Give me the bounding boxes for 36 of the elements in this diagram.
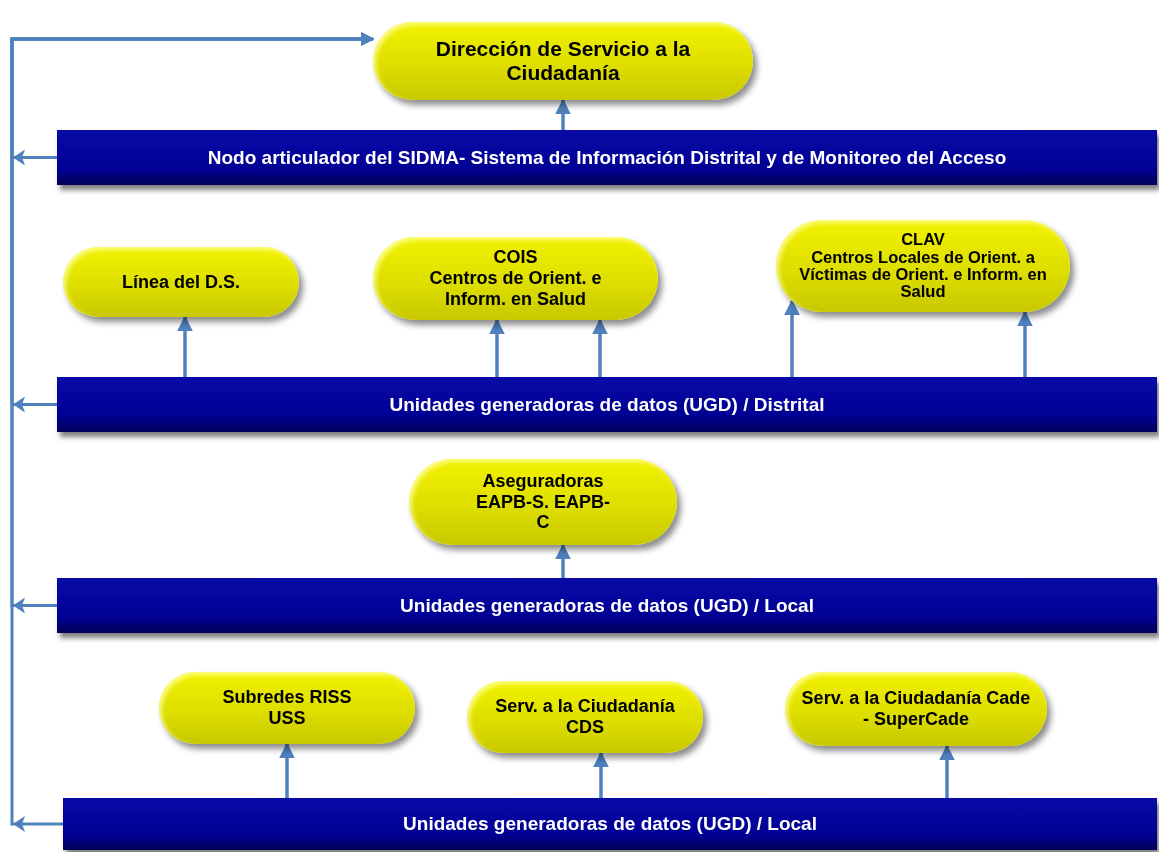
node-label: Línea del D.S.: [122, 271, 240, 293]
node-label: CLAV: [901, 231, 945, 249]
node-label: Aseguradoras EAPB-S. EAPB-C: [475, 470, 611, 534]
banner-bar: [57, 578, 1157, 633]
banner-bar: [57, 377, 1157, 432]
arrow: [489, 318, 505, 377]
node-label: Subredes RISS USS: [221, 687, 353, 729]
node-label: Serv. a la Ciudadanía Cade - SuperCade: [801, 688, 1031, 730]
node-label: Centros de Orient. e Inform. en Salud: [428, 268, 603, 310]
arrow: [177, 315, 193, 377]
arrow: [1017, 310, 1033, 377]
arrow: [555, 543, 571, 578]
node-label: Centros Locales de Orient. a Víctimas de Orient. e Inform. en Salud: [798, 248, 1048, 301]
node-label: Serv. a la Ciudadanía CDS: [494, 696, 676, 738]
rounded-box: [467, 681, 703, 753]
arrow: [555, 98, 571, 130]
node-label: COIS: [493, 247, 538, 269]
node-label: Nodo articulador del SIDMA- Sistema de Información Distrital y de Monitoreo del Acceso: [207, 146, 1007, 169]
node-label: Dirección de Servicio a la Ciudadanía: [434, 36, 692, 86]
rounded-box: [785, 672, 1047, 746]
rounded-box: [373, 22, 753, 100]
node-label: Unidades generadoras de datos (UGD) / Local: [400, 594, 814, 617]
node-label: Unidades generadoras de datos (UGD) / Local: [403, 813, 817, 835]
rounded-box: [373, 237, 658, 320]
arrow: [939, 744, 955, 798]
rounded-box: [63, 247, 299, 317]
arrow: [279, 742, 295, 798]
banner-bar: [63, 798, 1157, 850]
rounded-box: [409, 459, 677, 545]
rounded-box: [776, 220, 1070, 312]
arrow: [593, 751, 609, 798]
banner-bar: [57, 130, 1157, 185]
arrow: [592, 318, 608, 377]
node-label: Unidades generadoras de datos (UGD) / Distrital: [389, 393, 825, 416]
arrow: [784, 299, 800, 377]
rounded-box: [159, 672, 415, 744]
